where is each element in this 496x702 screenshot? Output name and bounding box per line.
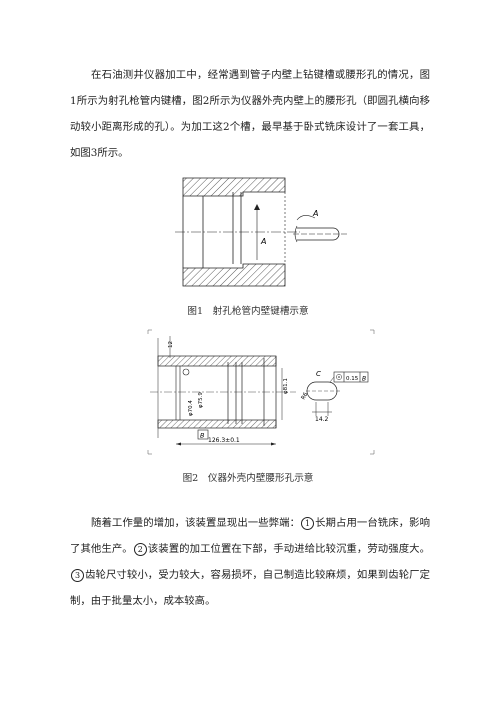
item-number-1: 1 <box>301 517 315 530</box>
section-label-a: A <box>260 237 266 246</box>
datum-c: C <box>316 370 321 378</box>
datum-b: B <box>200 432 205 440</box>
dim-d: φ81.1 <box>283 378 289 394</box>
drawbacks-intro: 随着工作量的增加，该装置显现出一些弊端： <box>91 517 301 529</box>
dim-bore2: φ75.9 <box>198 392 204 408</box>
dim-length: 126.3±0.1 <box>208 437 240 444</box>
intro-paragraph: 在石油测井仪器加工中，经常遇到管子内壁上钻键槽或腰形孔的情况，图1所示为射孔枪管… <box>70 69 430 159</box>
figure-2-caption: 图2 仪器外壳内壁腰形孔示意 <box>182 473 314 484</box>
dim-14-2: 14.2 <box>315 416 329 423</box>
dim-left: 12 <box>168 341 174 348</box>
item-number-3: 3 <box>71 569 84 582</box>
tolerance-datum: B <box>362 376 366 383</box>
dim-bore1: φ70.4 <box>188 400 194 416</box>
drawback-3: 齿轮尺寸较小，受力较大，容易损坏，自己制造比较麻烦，如果到齿轮厂定制，由于批量太… <box>70 569 430 607</box>
figure-2-drawing: 12 φ70.4 φ75.9 B 126.3±0.1 φ81.1 C R6 14… <box>147 329 375 455</box>
item-number-2: 2 <box>133 543 147 556</box>
dim-r: R6 <box>301 391 310 401</box>
drawback-2: 该装置的加工位置在下部，手动进给比较沉重，劳动强度大。 <box>147 543 431 555</box>
tolerance-value: 0.15 <box>346 376 359 382</box>
detail-label-a: A <box>312 209 318 218</box>
figure-1-drawing: A A <box>175 177 347 287</box>
figure-1-caption: 图1 射孔枪管内壁键槽示意 <box>187 306 309 317</box>
drawback-1: 长期占用一台铣床，影响了其他生产。 <box>70 517 430 555</box>
